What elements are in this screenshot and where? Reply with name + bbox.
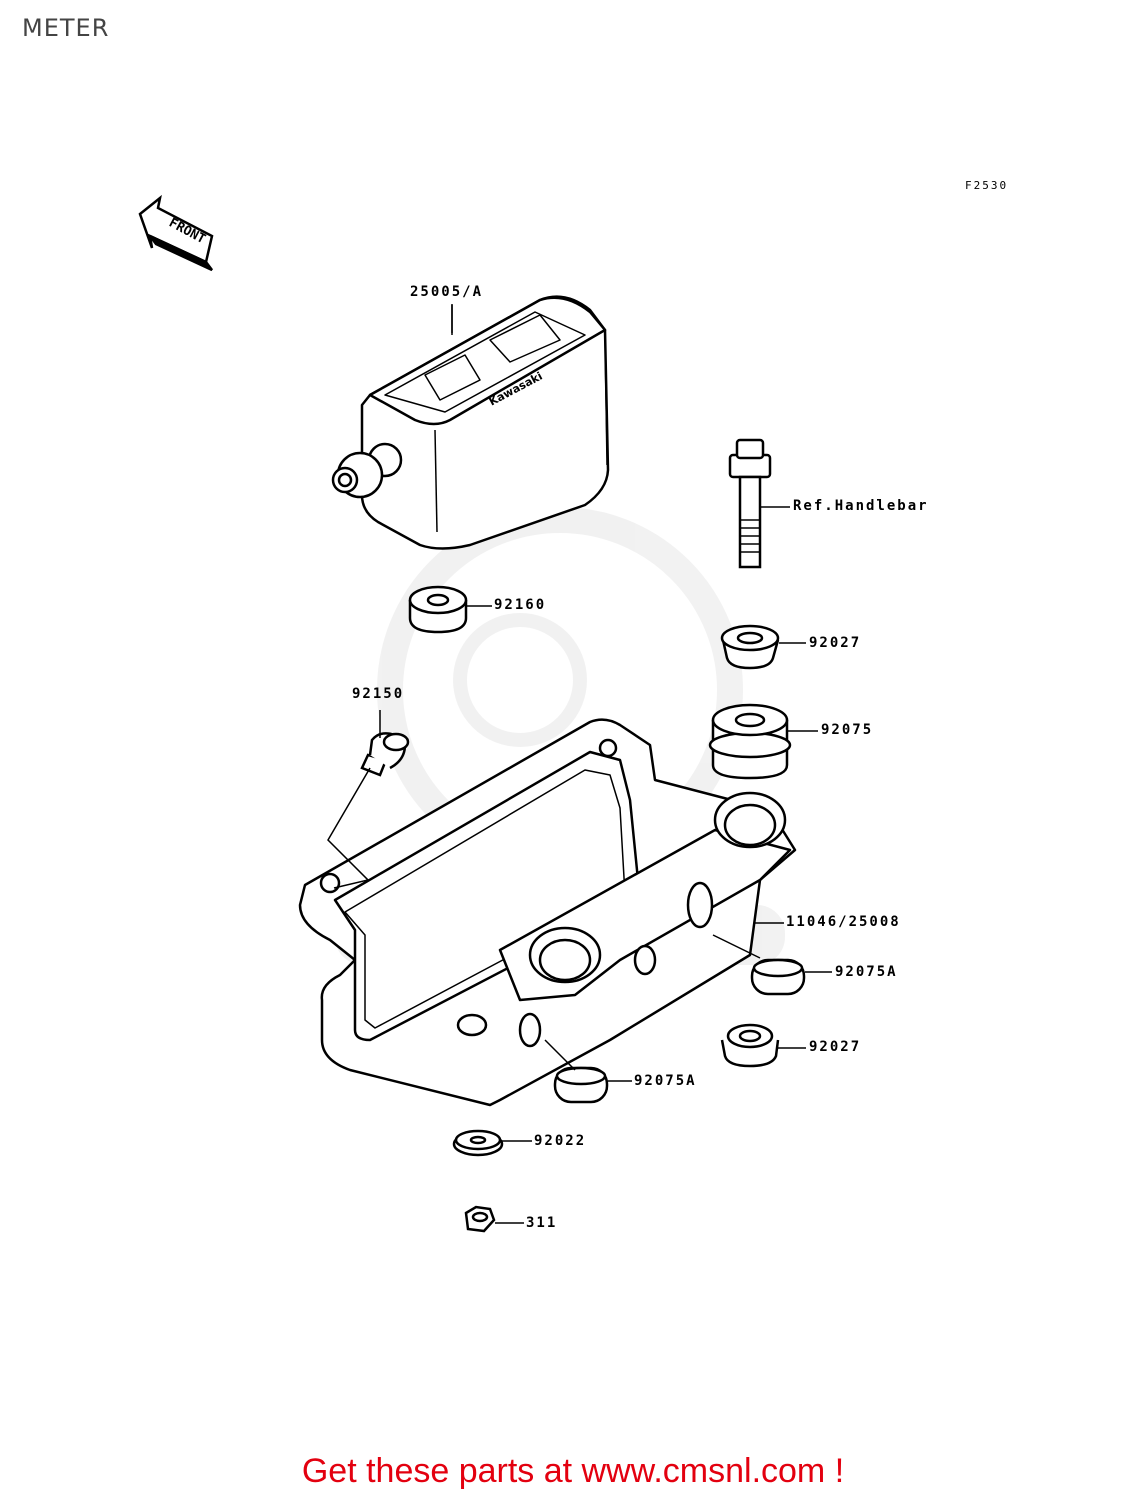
part-label-damper-right: 92075A: [835, 964, 898, 980]
hex-nut: [464, 1205, 496, 1233]
figure-code: F2530: [965, 179, 1009, 192]
part-label-washer: 92022: [534, 1133, 587, 1149]
rubber-damper-right: [750, 958, 806, 996]
part-label-meter: 25005/A: [410, 284, 484, 300]
part-label-grommet: 92160: [494, 597, 547, 613]
part-label-collar-lower: 92027: [809, 1039, 862, 1055]
leader-lines: [327, 304, 832, 1224]
part-label-ref-handlebar: Ref.Handlebar: [793, 498, 929, 514]
collar-upper: [720, 624, 780, 670]
meter-unit: Kawasaki: [331, 295, 610, 550]
washer: [452, 1129, 504, 1157]
grommet: [408, 585, 468, 634]
front-arrow-icon: FRONT: [138, 194, 214, 272]
rubber-damper-left: [553, 1066, 609, 1104]
part-label-damper-left: 92075A: [634, 1073, 697, 1089]
footer-link[interactable]: Get these parts at www.cmsnl.com !: [301, 1452, 845, 1490]
small-bolt: [360, 732, 410, 777]
rubber-damper: [708, 703, 792, 780]
part-label-small-bolt: 92150: [352, 686, 405, 702]
meter-bracket: [298, 718, 797, 1107]
part-label-nut: 311: [526, 1215, 558, 1231]
part-label-damper: 92075: [821, 722, 874, 738]
mount-bolt: [728, 438, 772, 569]
collar-lower: [720, 1023, 780, 1068]
part-label-bracket: 11046/25008: [786, 914, 901, 930]
page-title: METER: [22, 14, 110, 42]
part-label-collar-upper: 92027: [809, 635, 862, 651]
